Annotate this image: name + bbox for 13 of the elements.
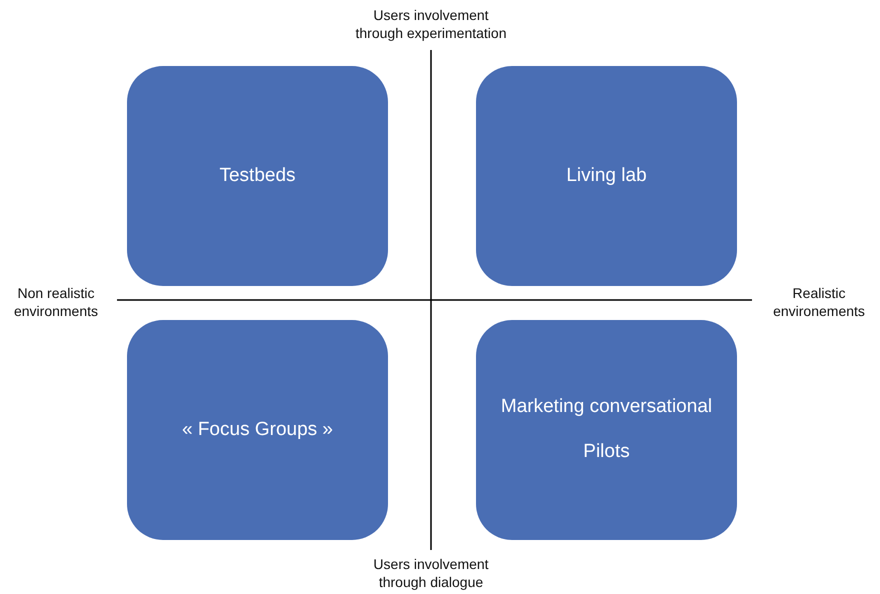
- box-label: « Focus Groups »: [182, 418, 334, 442]
- axis-label: Users involvement through experimentation: [354, 6, 508, 42]
- quadrant-box: [476, 320, 737, 540]
- box-label: Marketing conversational: [500, 395, 712, 420]
- quadrant-box: [476, 66, 737, 286]
- axis-label: Non realistic environments: [12, 284, 100, 320]
- quadrant-box: [127, 66, 388, 286]
- quadrant-box: [127, 320, 388, 540]
- box-label: Testbeds: [219, 164, 296, 188]
- box-label: Living lab: [566, 164, 647, 188]
- axis-label: Realistic environements: [772, 284, 866, 320]
- box-label: Pilots: [583, 440, 630, 464]
- axis-label: Users involvement through dialogue: [372, 555, 490, 592]
